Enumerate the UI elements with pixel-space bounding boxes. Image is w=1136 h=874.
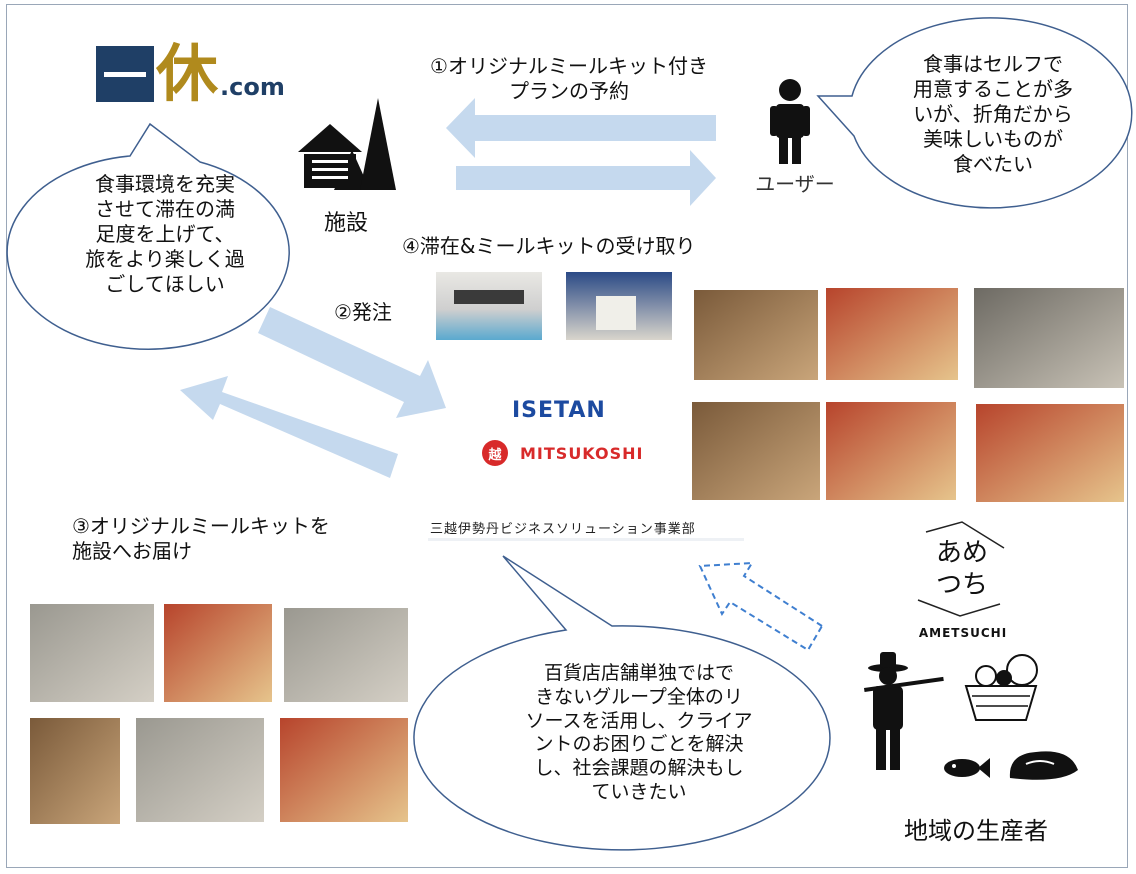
meat-icon xyxy=(1009,751,1078,780)
producers-label: 地域の生産者 xyxy=(904,817,1048,845)
bubble-dept xyxy=(413,555,831,851)
bubble-facility-line: ごしてほしい xyxy=(105,272,225,296)
fish-icon xyxy=(944,758,990,778)
kit-photo-6 xyxy=(280,718,408,822)
ametsuchi-logo: あめ つち xyxy=(912,537,1012,601)
farmer-icon xyxy=(864,652,944,770)
division-underline xyxy=(428,538,744,541)
kit-photo-1 xyxy=(30,604,154,702)
ikyu-logo-mark xyxy=(96,46,154,102)
arrow-booking xyxy=(446,98,716,158)
bubble-facility-line: させて滞在の満 xyxy=(95,197,235,221)
cabin-icon xyxy=(298,98,396,190)
mitsukoshi-mark-icon: 越 xyxy=(482,440,508,466)
bubble-dept-text: 百貨店店舗単独ではで きないグループ全体のリ ソースを活用し、クライア ントのお… xyxy=(494,662,784,805)
user-label: ユーザー xyxy=(755,172,835,196)
step1-line1: ①オリジナルミールキット付き xyxy=(430,54,708,78)
mitsukoshi-logo-text: MITSUKOSHI xyxy=(520,443,644,463)
step1-line2: プランの予約 xyxy=(509,79,629,103)
bubble-user-line: 美味しいものが xyxy=(923,127,1063,151)
bubble-facility-line: 足度を上げて、 xyxy=(95,222,235,246)
bubble-user xyxy=(816,17,1133,209)
bubble-user-line: 食べたい xyxy=(953,152,1033,176)
isetan-logo: ISETAN xyxy=(512,398,606,423)
bubble-dept-line: ていきたい xyxy=(591,780,687,803)
step3-line2: 施設へお届け xyxy=(72,539,192,563)
step3-line1: ③オリジナルミールキットを xyxy=(72,514,330,538)
step4-label: ④滞在&ミールキットの受け取り xyxy=(402,234,696,258)
dish-photo-3 xyxy=(974,288,1124,388)
step3-label: ③オリジナルミールキットを 施設へお届け xyxy=(72,514,372,564)
bubble-facility-line: 旅をより楽しく過 xyxy=(85,247,245,271)
bubble-user-line: いが、折角だから xyxy=(913,102,1073,126)
arrow-receive xyxy=(456,150,716,206)
dish-photo-4 xyxy=(692,402,820,500)
kit-photo-3 xyxy=(284,608,408,702)
bubble-dept-line: し、社会課題の解決もし xyxy=(534,757,744,779)
step1-label: ①オリジナルミールキット付き プランの予約 xyxy=(414,54,724,104)
bubble-facility-line: 食事環境を充実 xyxy=(95,172,235,196)
step2-label: ②発注 xyxy=(334,300,392,324)
bubble-dept-line: ソースを活用し、クライア xyxy=(525,709,753,732)
arrow-producers-dashed xyxy=(698,561,824,652)
bubble-user-line: 食事はセルフで xyxy=(923,52,1063,76)
kit-photo-4 xyxy=(30,718,120,824)
ametsuchi-logo-bottom: つち xyxy=(935,570,988,600)
bubble-facility xyxy=(6,122,290,350)
diagram-frame xyxy=(6,4,1128,868)
mitsukoshi-logo: 越 MITSUKOSHI xyxy=(482,440,643,466)
bubble-facility-text: 食事環境を充実 させて滞在の満 足度を上げて、 旅をより楽しく過 ごしてほしい xyxy=(48,172,282,297)
dish-photo-6 xyxy=(976,404,1124,502)
bubble-user-text: 食事はセルフで 用意することが多 いが、折角だから 美味しいものが 食べたい xyxy=(876,52,1110,177)
person-icon xyxy=(770,79,810,164)
ametsuchi-logo-top: あめ xyxy=(935,538,988,568)
kit-photo-5 xyxy=(136,718,264,822)
ikyu-logo: 休 .com xyxy=(96,37,285,110)
arrow-deliver xyxy=(180,376,398,478)
ikyu-logo-com: .com xyxy=(220,73,285,101)
facility-label: 施設 xyxy=(323,211,368,236)
dish-photo-1 xyxy=(694,290,818,380)
facility-photo-pool xyxy=(436,272,542,340)
bubble-dept-line: きないグループ全体のリ xyxy=(535,685,743,708)
bubble-dept-line: ントのお困りごとを解決 xyxy=(534,733,744,756)
ametsuchi-frame xyxy=(917,521,1005,617)
bubble-user-line: 用意することが多 xyxy=(913,77,1073,101)
dish-photo-2 xyxy=(826,288,958,380)
vegetable-basket-icon xyxy=(964,654,1038,721)
ametsuchi-logo-en: AMETSUCHI xyxy=(918,626,1008,640)
kit-photo-2 xyxy=(164,604,272,702)
facility-photo-house xyxy=(566,272,672,340)
division-name: 三越伊勢丹ビジネスソリューション事業部 xyxy=(430,522,696,537)
bubble-dept-line: 百貨店店舗単独ではで xyxy=(543,662,734,684)
ikyu-logo-kanji: 休 xyxy=(156,37,219,110)
arrow-order xyxy=(258,307,446,418)
dish-photo-5 xyxy=(826,402,956,500)
